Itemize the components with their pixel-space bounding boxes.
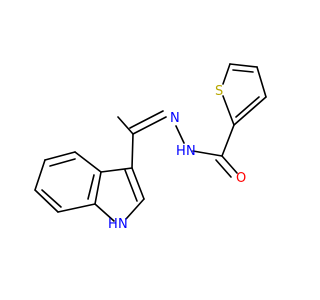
bond-c3a-c4 — [74, 151, 102, 173]
sulfur-label: S — [215, 84, 223, 99]
bond-c6-c7 — [34, 189, 59, 213]
bond-n-c7a — [94, 203, 115, 222]
indole-h-label: H — [108, 217, 118, 232]
bond-ch-indole-c3 — [131, 133, 134, 169]
hydrazone-linker — [117, 110, 185, 169]
bond-c5-c4-double — [232, 69, 254, 73]
bond-c2-ccarbonyl — [221, 124, 235, 157]
indole-n-label: N — [118, 217, 128, 232]
indole-ring — [34, 151, 145, 222]
bond-c3-c3a — [100, 167, 133, 173]
bond-nh-n — [175, 125, 185, 144]
bond-c4-c5 — [44, 151, 76, 161]
thiophene-ring — [222, 63, 267, 126]
bond-s-c5 — [222, 63, 231, 85]
bond-ccarbonyl-o — [221, 155, 238, 174]
bond-c7a-c3a-double — [87, 174, 95, 200]
bond-c5-c4 — [229, 63, 258, 68]
bond-n-ch-double — [129, 110, 164, 129]
bond-n-ch — [132, 116, 167, 135]
bond-c2-n — [125, 198, 145, 220]
bond-c6-c7-double — [41, 189, 62, 208]
bond-c3-c2-double — [235, 96, 260, 118]
bond-c3-c2 — [131, 167, 145, 200]
bond-ccarbonyl-o-double — [215, 159, 232, 178]
hydrazone-n-label: N — [170, 111, 180, 126]
bond-c7-c7a — [57, 203, 96, 213]
bond-c5-c6 — [34, 159, 46, 191]
bond-c3-c2-double — [124, 169, 138, 202]
hydrazide-h-label: H — [176, 144, 186, 159]
hydrazide-n-label: N — [186, 144, 196, 159]
bond-c3a-c7a — [94, 171, 102, 205]
bond-ccarbonyl-nh — [192, 150, 223, 157]
bond-c4-c5-double — [49, 158, 76, 167]
bond-c3-c2 — [233, 96, 267, 126]
carbonyl-group — [192, 124, 238, 178]
bond-ch-chain — [117, 116, 134, 135]
oxygen-label: O — [236, 171, 246, 186]
bond-c4-c3 — [256, 66, 267, 98]
bond-s-c2 — [222, 95, 235, 126]
molecule-structure-diagram: S O N N H H N — [34, 63, 267, 232]
